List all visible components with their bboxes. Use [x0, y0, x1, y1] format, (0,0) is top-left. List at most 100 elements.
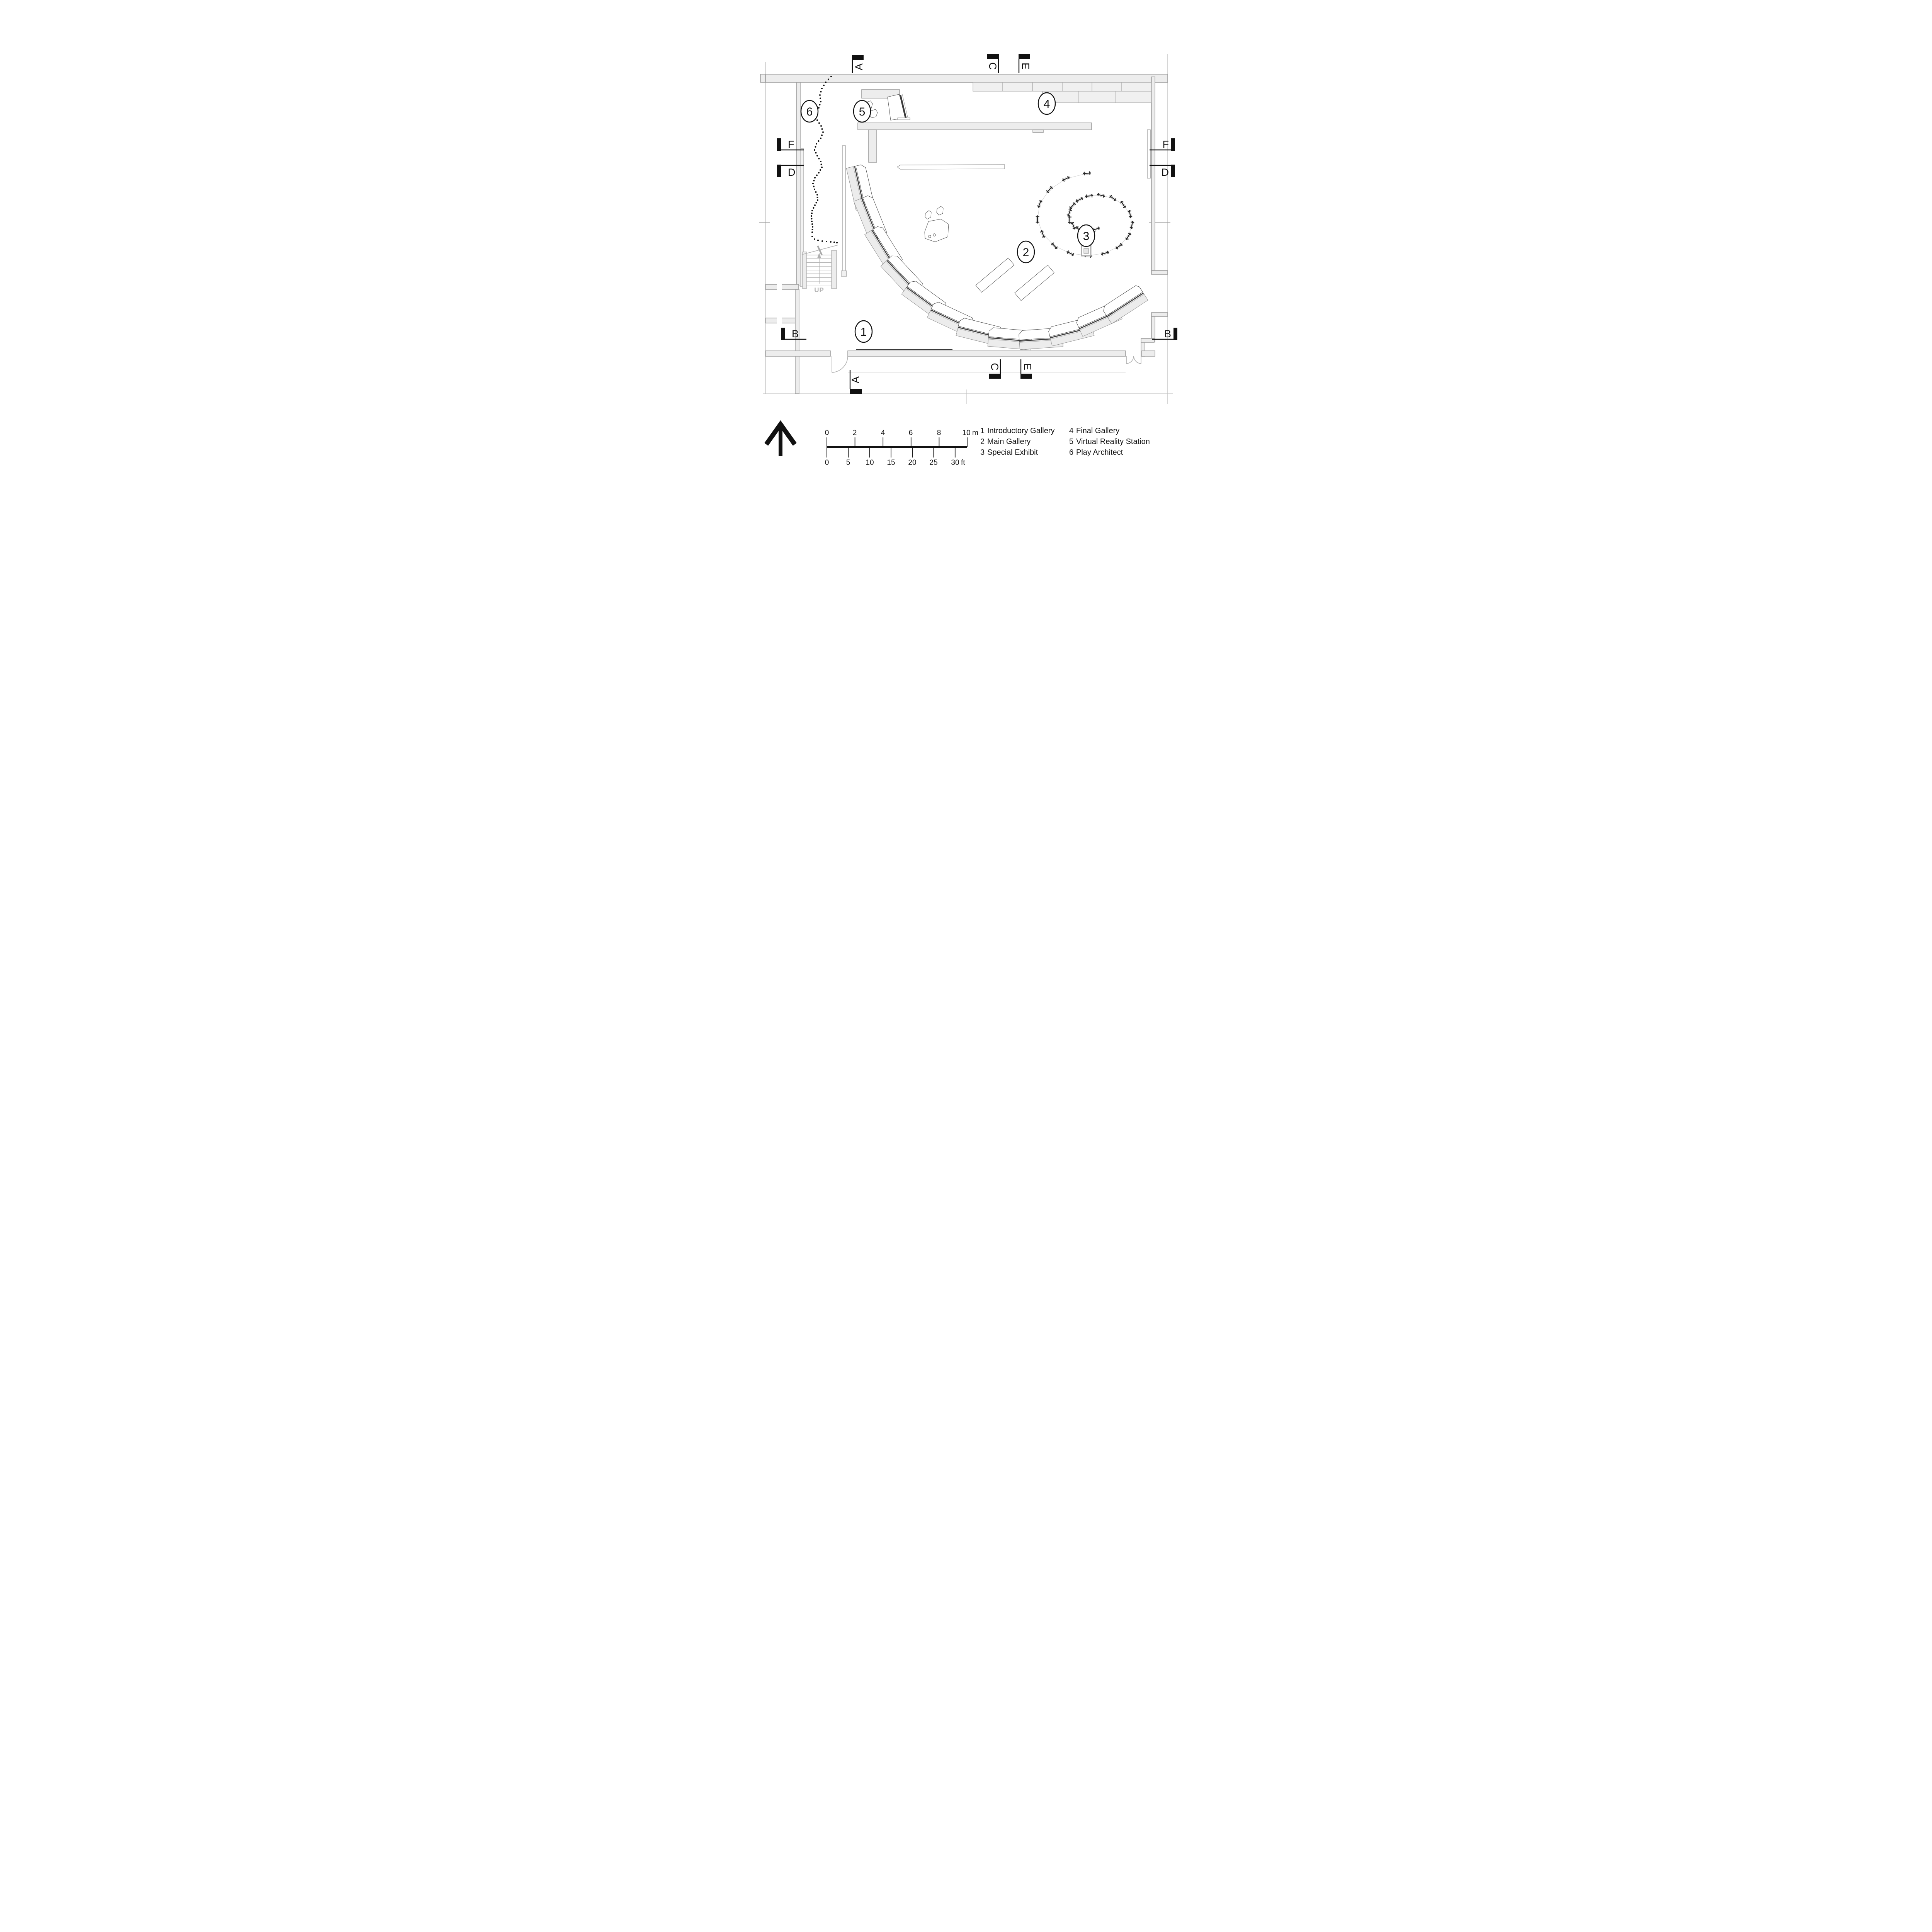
spiral-stand	[1070, 221, 1076, 230]
legend-column-1: 1 Introductory Gallery 2 Main Gallery 3 …	[980, 427, 1055, 457]
marker-letter-bottom-c: C	[989, 363, 1000, 371]
section-marker-right-d: D	[1150, 165, 1175, 178]
legend-column-2: 4 Final Gallery 5 Virtual Reality Statio…	[1069, 427, 1150, 457]
spiral-stand	[1066, 209, 1072, 217]
marker-letter-left-d: D	[788, 167, 796, 178]
room-number-1: 1	[861, 326, 867, 338]
room-number-4: 4	[1044, 98, 1050, 111]
worktable-stool-mark-1	[928, 235, 931, 238]
legend-2-num: 2	[980, 437, 985, 446]
section-marker-top-c: C	[987, 54, 999, 73]
wall-right-jog	[1141, 338, 1155, 343]
scale-m-8: 8	[937, 429, 941, 437]
exhibit-panel-pair	[1103, 285, 1148, 324]
legend-1-label: Introductory Gallery	[987, 427, 1055, 435]
marker-letter-bottom-a: A	[850, 376, 861, 383]
stairs: UP	[801, 245, 838, 294]
legend-5-label: Virtual Reality Station	[1076, 437, 1150, 446]
legend-4-num: 4	[1069, 427, 1073, 435]
room-circle-3: 3	[1077, 224, 1095, 247]
section-marker-right-f: F	[1150, 138, 1175, 151]
scale-ft-25: 25	[929, 459, 937, 467]
exhibit-panel-chain	[846, 165, 1148, 350]
spiral-stand	[1046, 186, 1053, 193]
room-number-5: 5	[859, 105, 866, 118]
lone-panel-1	[975, 257, 1015, 293]
spiral-stand	[1051, 242, 1058, 250]
spiral-stand	[1085, 194, 1094, 198]
marker-letter-bottom-e: E	[1022, 363, 1033, 370]
wall-left-furring	[800, 148, 804, 287]
wall-pilaster-topleft	[760, 74, 766, 83]
wall-right-upper-cap	[1151, 270, 1168, 275]
scale-ft-0: 0	[825, 459, 829, 467]
doors	[832, 355, 1141, 373]
wall-left	[796, 82, 801, 286]
spiral-stand	[1036, 215, 1039, 224]
scale-bar-ticks	[827, 437, 968, 457]
section-marker-right-b: B	[1152, 328, 1177, 340]
section-marker-left-d: D	[777, 165, 804, 178]
worktable-stool-mark-2	[933, 233, 936, 236]
spiral-stand	[1066, 250, 1074, 257]
marker-letter-left-f: F	[788, 139, 794, 150]
section-marker-bottom-c: C	[989, 359, 1001, 379]
legend-6-num: 6	[1069, 448, 1073, 457]
wall-right-upper	[1151, 77, 1155, 271]
marker-letter-right-b: B	[1164, 328, 1171, 340]
section-marker-top-e: E	[1018, 54, 1031, 73]
vr-screen-dark-bar	[899, 95, 907, 118]
spiral-stand	[1062, 176, 1070, 182]
casework-row-2	[1042, 91, 1152, 103]
spiral-stand	[1069, 202, 1076, 209]
wall-top	[765, 74, 1168, 83]
scale-ft-20: 20	[908, 459, 916, 467]
vr-cabinet	[861, 89, 900, 99]
spiral-stand	[1075, 197, 1083, 203]
small-hex-stool-2	[936, 206, 944, 216]
door-swing-double-right	[1133, 355, 1141, 364]
pedestal-inner	[1083, 248, 1089, 254]
spiral-stand	[1109, 195, 1117, 202]
legend-1-num: 1	[980, 427, 985, 435]
floor-plan-drawing: UP A	[759, 54, 1177, 467]
walls	[760, 74, 1168, 394]
scale-feet-labels: 0 5 10 15 20 25 30 ft	[825, 459, 966, 467]
worktable	[924, 219, 949, 242]
legend-3-num: 3	[980, 448, 985, 457]
scale-m-4: 4	[881, 429, 885, 437]
door-gap-room1	[777, 284, 782, 290]
scale-m-10: 10	[962, 429, 970, 437]
wall-lowerleft-vertical	[795, 289, 799, 394]
room-circle-6: 6	[800, 100, 819, 123]
casework-final-gallery	[973, 82, 1152, 103]
section-marker-left-f: F	[777, 138, 804, 151]
stair-stringer-left	[802, 252, 807, 289]
door-swing-entrance	[832, 355, 848, 373]
scale-m-2: 2	[853, 429, 857, 437]
section-marker-top-a: A	[852, 55, 865, 73]
spiral-stand	[1083, 171, 1091, 175]
partition-vertical	[868, 129, 877, 163]
scale-ft-30: 30	[951, 459, 959, 467]
partition-thin-mid	[897, 164, 1005, 170]
door-swing-double-left	[1126, 355, 1134, 364]
north-arrow-icon	[764, 420, 797, 456]
legend: 1 Introductory Gallery 2 Main Gallery 3 …	[980, 427, 1150, 457]
vr-screen-base	[897, 117, 910, 120]
section-marker-bottom-a: A	[849, 370, 862, 394]
marker-letter-top-a: A	[853, 63, 865, 70]
marker-letter-right-f: F	[1163, 139, 1169, 150]
spiral-stand	[1068, 216, 1072, 224]
pedestal	[1081, 245, 1092, 257]
legend-2-label: Main Gallery	[987, 437, 1031, 446]
section-marker-left-b: B	[781, 328, 806, 340]
spiral-stand	[1128, 209, 1133, 218]
partition-tall-thin	[842, 145, 846, 271]
section-marker-bottom-e: E	[1020, 359, 1033, 379]
gallery-furniture	[924, 206, 1054, 301]
wall-right-lower	[1151, 316, 1155, 342]
floor-plan-page: UP A	[647, 0, 1285, 493]
scale-ft-10: 10	[866, 459, 874, 467]
scale-bar: 0 2 4 6 8 10 m 0 5 10 15 20 25 30 ft	[825, 429, 978, 467]
